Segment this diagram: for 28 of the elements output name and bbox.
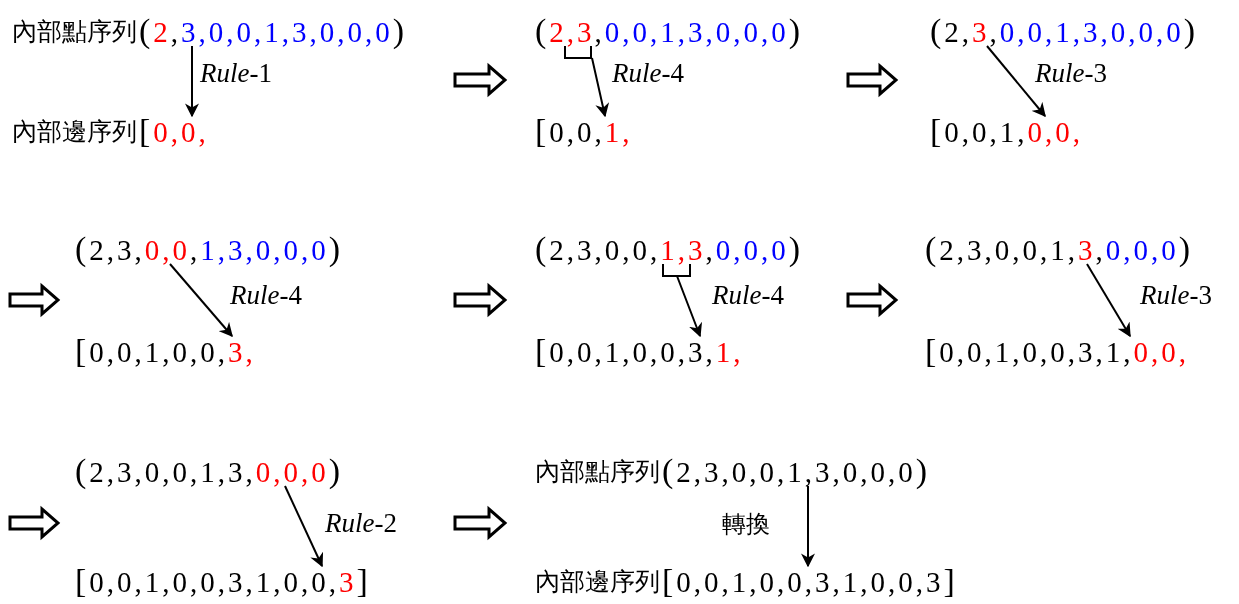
sequence-text: [0,0,1,0,0,3,1, xyxy=(535,332,744,370)
arrow xyxy=(284,485,324,568)
arrow xyxy=(169,263,233,338)
arrow xyxy=(1086,263,1131,338)
sequence-text: (2,3,0,0,1,3,0,0,0) xyxy=(925,230,1194,268)
sequence-text: (2,3,0,0,1,3,0,0,0) xyxy=(662,452,931,490)
sequence-text: [0,0,1,0,0,3, xyxy=(75,332,256,370)
sequence-text: [0,0,1, xyxy=(535,112,633,150)
sequence-text: (2,3,0,0,1,3,0,0,0) xyxy=(535,230,804,268)
sequence-title: 內部點序列 xyxy=(12,15,137,48)
sequence-title: 內部邊序列 xyxy=(12,115,137,148)
sequence-title: 內部邊序列 xyxy=(535,565,660,598)
sequence-text: [0,0,1,0,0,3,1,0,0,3] xyxy=(662,562,958,600)
sequence-text: [0,0,1,0,0,3,1,0,0, xyxy=(925,332,1190,370)
sequence-text: (2,3,0,0,1,3,0,0,0) xyxy=(75,230,344,268)
sequence-title: 內部點序列 xyxy=(535,455,660,488)
sequence-text: [0,0,1,0,0, xyxy=(930,112,1084,150)
bracket-arrow xyxy=(662,263,703,338)
sequence-text: [0,0,1,0,0,3,1,0,0,3] xyxy=(75,562,371,600)
arrow xyxy=(801,485,815,568)
sequence-text: (2,3,0,0,1,3,0,0,0) xyxy=(75,452,344,490)
sequence-text: (2,3,0,0,1,3,0,0,0) xyxy=(535,12,804,50)
sequence-text: (2,3,0,0,1,3,0,0,0) xyxy=(139,12,408,50)
sequence-text: (2,3,0,0,1,3,0,0,0) xyxy=(930,12,1199,50)
bracket-arrow xyxy=(564,45,610,118)
arrow xyxy=(185,45,199,118)
sequence-text: [0,0, xyxy=(139,112,209,150)
arrow xyxy=(986,45,1046,118)
